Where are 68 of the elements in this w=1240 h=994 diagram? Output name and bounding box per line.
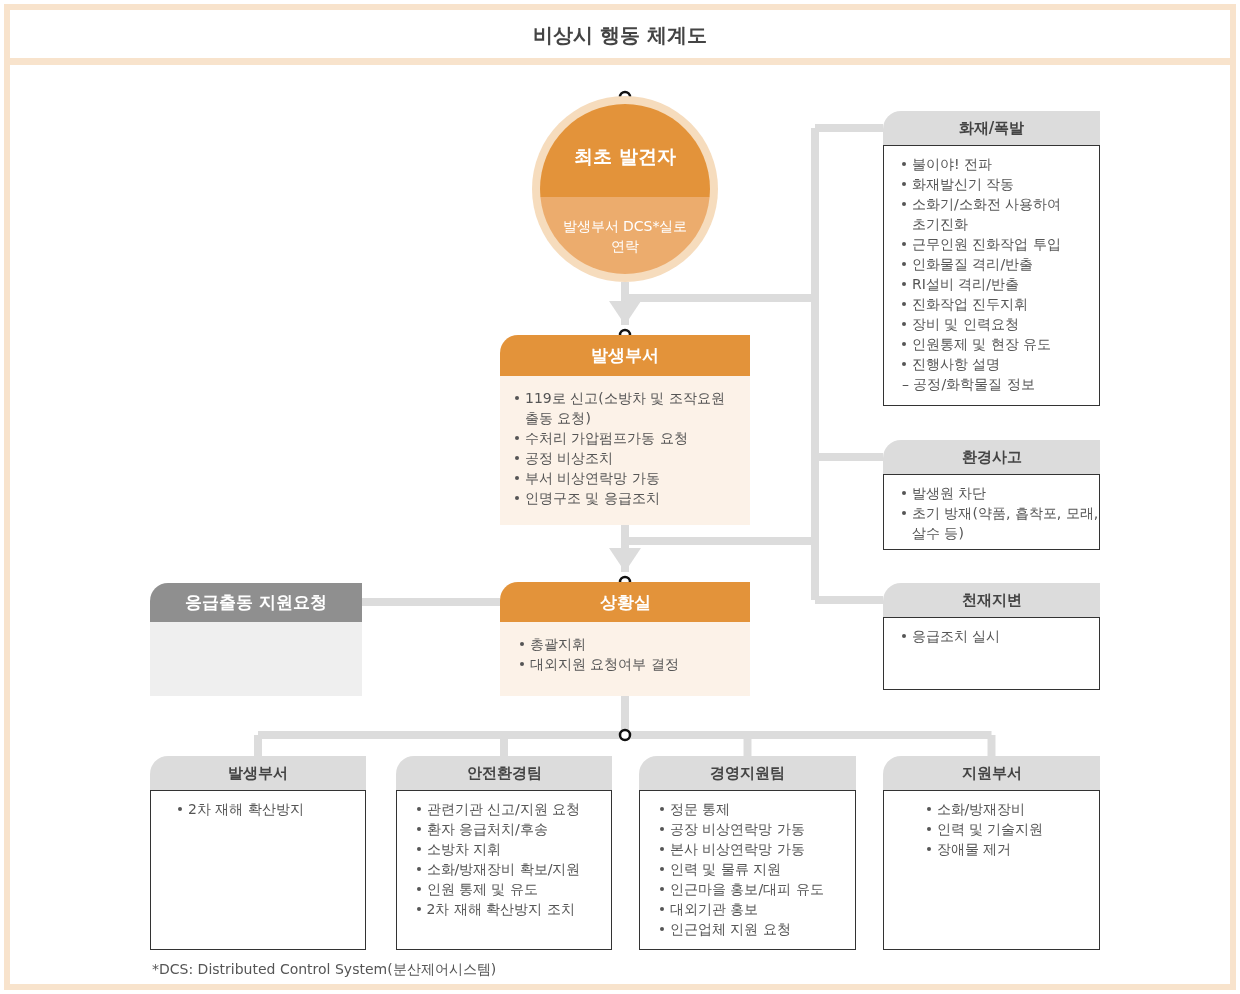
process-box bbox=[883, 756, 1100, 950]
bullet-item: RI설비 격리/반출 bbox=[912, 275, 1020, 294]
bullet-item: 인근업체 지원 요청 bbox=[670, 920, 791, 939]
box-header: 화재/폭발 bbox=[883, 111, 1100, 145]
bullet-item: 2차 재해 확산방지 조치 bbox=[426, 900, 575, 919]
bullet-item: 화재발신기 작동 bbox=[912, 175, 1015, 194]
bullet-item: 총괄지휘 bbox=[530, 635, 586, 654]
connector-line bbox=[258, 731, 992, 739]
bullet-item: 소화/방재장비 bbox=[936, 800, 1026, 819]
box-header: 천재지변 bbox=[883, 583, 1100, 617]
circle-text: 발생부서 DCS*실로 연락 bbox=[561, 217, 689, 256]
process-box bbox=[639, 756, 856, 950]
bullet-item: 공정 비상조치 bbox=[525, 449, 614, 468]
box-header: 안전환경팀 bbox=[396, 756, 612, 790]
box-header: 발생부서 bbox=[500, 335, 750, 376]
bullet-item: 정문 통제 bbox=[670, 800, 731, 819]
bullet-item: 2차 재해 확산방지 bbox=[188, 800, 304, 819]
box-header: 환경사고 bbox=[883, 440, 1100, 474]
bullet-item: 인원 통제 및 유도 bbox=[426, 880, 538, 899]
bullet-item: 장애물 제거 bbox=[936, 840, 1011, 859]
bullet-item: 발생원 차단 bbox=[912, 484, 987, 503]
process-box bbox=[500, 335, 750, 525]
process-box bbox=[150, 756, 366, 950]
process-box bbox=[500, 582, 750, 696]
bullet-item: 119로 신고(소방차 및 조작요원 출동 요청) bbox=[525, 389, 726, 428]
bullet-item: 진행사항 설명 bbox=[912, 355, 1001, 374]
bullet-item: 부서 비상연락망 가동 bbox=[525, 469, 660, 488]
sub-item: – 공정/화학물질 정보 bbox=[902, 375, 1035, 394]
bullet-item: 진화작업 진두지휘 bbox=[912, 295, 1029, 314]
bullet-item: 인화물질 격리/반출 bbox=[912, 255, 1034, 274]
bullet-item: 관련기관 신고/지원 요청 bbox=[426, 800, 581, 819]
box-header: 응급출동 지원요청 bbox=[150, 583, 362, 622]
process-box bbox=[396, 756, 612, 950]
bullet-item: 근무인원 진화작업 투입 bbox=[912, 235, 1061, 254]
bullet-item: 불이야! 전파 bbox=[912, 155, 993, 174]
bullet-item: 초기 방재(약품, 흡착포, 모래, 살수 등) bbox=[912, 504, 1100, 543]
bullet-item: 인명구조 및 응급조치 bbox=[525, 489, 660, 508]
bullet-item: 환자 응급처치/후송 bbox=[426, 820, 548, 839]
bullet-item: 소화기/소화전 사용하여 초기진화 bbox=[912, 195, 1063, 234]
connector-line bbox=[815, 596, 883, 604]
process-box bbox=[150, 583, 362, 696]
bullet-item: 인력 및 물류 지원 bbox=[670, 860, 782, 879]
bullet-item: 소방차 지휘 bbox=[426, 840, 501, 859]
bullet-item: 대외지원 요청여부 결정 bbox=[530, 655, 679, 674]
footnote: *DCS: Distributed Control System(분산제어시스템) bbox=[152, 961, 497, 979]
process-box bbox=[883, 440, 1100, 550]
process-box bbox=[883, 583, 1100, 690]
box-header: 경영지원팀 bbox=[639, 756, 856, 790]
circle-heading: 최초 발견자 bbox=[573, 144, 677, 169]
box-header: 상황실 bbox=[500, 582, 750, 622]
bullet-item: 대외기관 홍보 bbox=[670, 900, 759, 919]
bullet-item: 공장 비상연락망 가동 bbox=[670, 820, 805, 839]
bullet-item: 인원통제 및 현장 유도 bbox=[912, 335, 1052, 354]
bullet-item: 응급조치 실시 bbox=[912, 627, 1001, 646]
connector-line bbox=[987, 735, 996, 756]
bullet-item: 소화/방재장비 확보/지원 bbox=[426, 860, 581, 879]
box-header: 발생부서 bbox=[150, 756, 366, 790]
bullet-item: 장비 및 인력요청 bbox=[912, 315, 1019, 334]
connector-line bbox=[254, 735, 262, 756]
box-header: 지원부서 bbox=[883, 756, 1100, 790]
connector-line bbox=[362, 598, 500, 606]
connector-line bbox=[815, 124, 883, 132]
connector-line bbox=[811, 128, 819, 600]
bullet-item: 본사 비상연락망 가동 bbox=[670, 840, 805, 859]
title: 비상시 행동 체계도 bbox=[532, 22, 708, 49]
bullet-item: 인근마을 홍보/대피 유도 bbox=[670, 880, 824, 899]
bullet-item: 수처리 가압펌프가동 요청 bbox=[525, 429, 688, 448]
bullet-item: 인력 및 기술지원 bbox=[936, 820, 1044, 839]
